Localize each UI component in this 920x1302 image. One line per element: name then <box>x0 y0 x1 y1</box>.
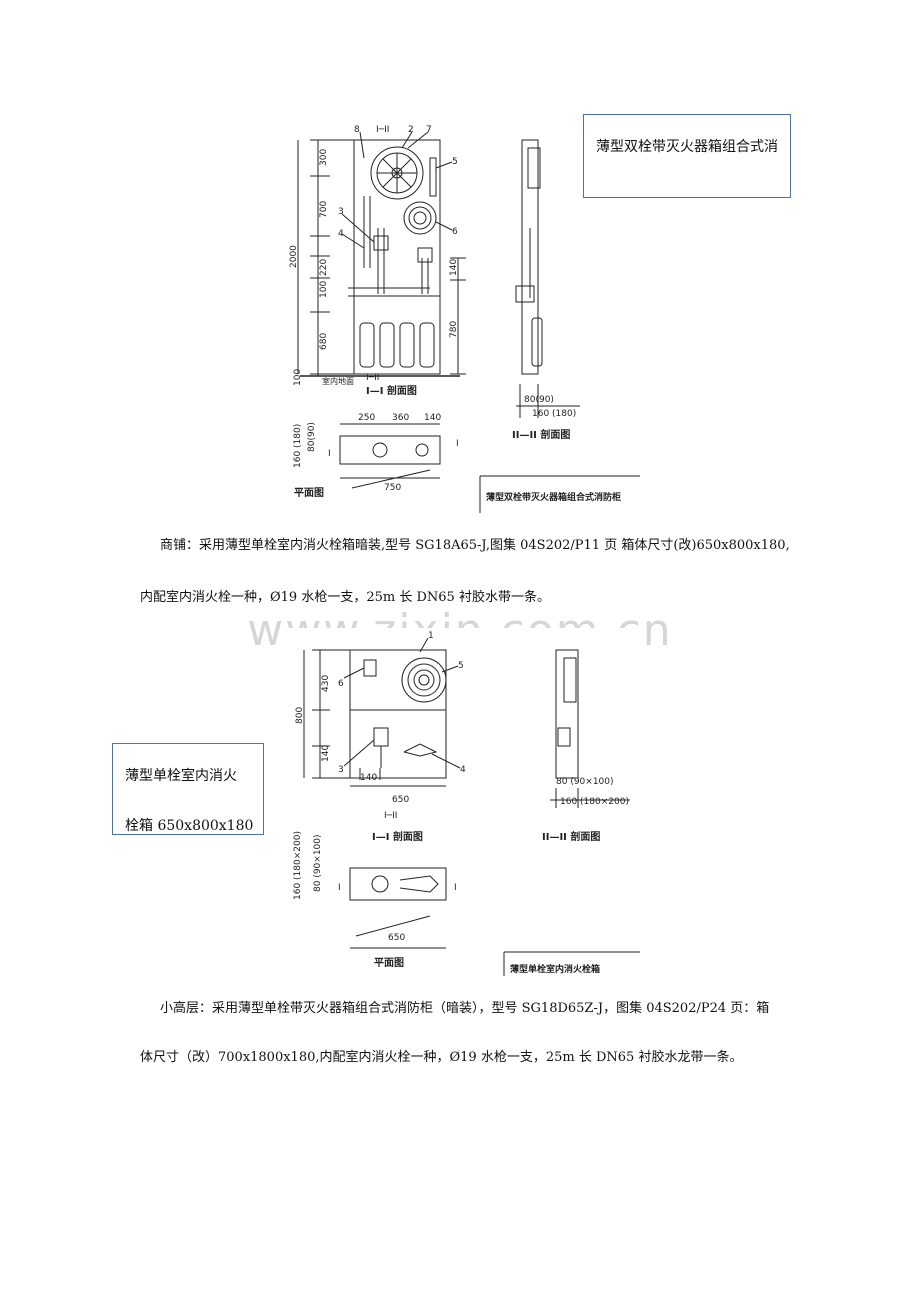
cabinet-outline <box>354 140 440 374</box>
callout-4: 4 <box>460 765 466 775</box>
dim-220: 220 <box>319 259 329 276</box>
figure-1-drawing: I─II 8 2 7 5 6 3 4 300 700 220 100 680 1… <box>280 118 640 513</box>
plan-dim-360: 360 <box>392 413 409 423</box>
callout-box-2-line-2: 栓箱 650x800x180 <box>125 818 254 834</box>
callout-box-2: 薄型单栓室内消火 栓箱 650x800x180 <box>112 743 264 835</box>
section-II-title: II—II 剖面图 <box>542 830 600 843</box>
callout-1: 1 <box>428 631 434 641</box>
dim-430: 430 <box>321 675 331 692</box>
callout-5: 5 <box>452 157 458 167</box>
plan-dim-80: 80(90) <box>307 422 317 452</box>
paragraph-2-line-2: 体尺寸（改）700x1800x180,内配室内消火栓一种，Ø19 水枪一支，25… <box>140 1050 743 1065</box>
section-I-title: I—I 剖面图 <box>366 384 417 397</box>
plan-I-left: I <box>328 449 331 459</box>
floor-label: 室内地面 <box>322 376 354 386</box>
paragraph-2-line-1: 小高层：采用薄型单栓带灭火器箱组合式消防柜（暗装），型号 SG18D65Z-J，… <box>160 1001 770 1016</box>
callout-6: 6 <box>338 679 344 689</box>
side-dim-160: 160 (180) <box>532 409 576 419</box>
dim-140: 140 <box>449 259 459 276</box>
dim-680: 680 <box>319 333 329 350</box>
figure-1-svg: I─II 8 2 7 5 6 3 4 300 700 220 100 680 1… <box>289 125 640 513</box>
callout-4: 4 <box>338 229 344 239</box>
side-section-outline <box>556 650 578 778</box>
plan-view-outline <box>350 868 446 900</box>
dim-780: 780 <box>449 321 459 338</box>
side-dim-80: 80 (90×100) <box>556 777 614 787</box>
figure-2-svg: 1 5 6 3 4 430 800 140 140 650 I─II I—I 剖… <box>293 631 640 976</box>
plan-width: 650 <box>388 933 405 943</box>
side-dim-80: 80(90) <box>524 395 554 405</box>
section-mark: I─II <box>376 125 389 135</box>
plan-dim-160: 160 (180) <box>293 424 303 468</box>
plan-dim-250: 250 <box>358 413 375 423</box>
callout-3: 3 <box>338 207 344 217</box>
plan-view-outline <box>340 436 440 464</box>
plan-dim-80: 80 (90×100) <box>313 834 323 892</box>
dim-300: 300 <box>319 149 329 166</box>
plan-I-left: I <box>338 883 341 893</box>
dim-140: 140 <box>321 745 331 762</box>
callout-box-1: 薄型双栓带灭火器箱组合式消 <box>583 114 791 198</box>
plan-title: 平面图 <box>374 957 404 969</box>
plan-dim-140: 140 <box>424 413 441 423</box>
paragraph-1-line-1: 商铺：采用薄型单栓室内消火栓箱暗装,型号 SG18A65-J,图集 04S202… <box>160 538 790 553</box>
figure-1-caption: 薄型双栓带灭火器箱组合式消防柜 <box>486 491 621 503</box>
plan-I-right: I <box>454 883 457 893</box>
side-dim-160: 160 (180×200) <box>560 797 629 807</box>
section-mark-bottom: I─II <box>384 811 397 821</box>
callout-box-1-text: 薄型双栓带灭火器箱组合式消 <box>596 139 778 155</box>
callout-8: 8 <box>354 125 360 135</box>
section-I-title: I—I 剖面图 <box>372 830 423 843</box>
side-section-outline <box>522 140 538 374</box>
dim-700: 700 <box>319 201 329 218</box>
dim-800: 800 <box>295 707 305 724</box>
figure-2-drawing: 1 5 6 3 4 430 800 140 140 650 I─II I—I 剖… <box>280 628 640 976</box>
dim-total: 2000 <box>289 245 299 268</box>
callout-2: 2 <box>408 125 414 135</box>
section-mark-bottom: I─II <box>366 373 379 383</box>
callout-6: 6 <box>452 227 458 237</box>
cabinet-outline <box>350 650 446 778</box>
plan-title: 平面图 <box>294 487 324 499</box>
callout-3: 3 <box>338 765 344 775</box>
plan-width: 750 <box>384 483 401 493</box>
callout-5: 5 <box>458 661 464 671</box>
paragraph-1-line-2: 内配室内消火栓一种，Ø19 水枪一支，25m 长 DN65 衬胶水带一条。 <box>140 590 550 605</box>
section-II-title: II—II 剖面图 <box>512 428 570 441</box>
dim-100-bottom: 100 <box>293 369 303 386</box>
callout-7: 7 <box>426 125 432 135</box>
plan-I-right: I <box>456 439 459 449</box>
dim-100: 100 <box>319 281 329 298</box>
dim-140-horizontal: 140 <box>360 773 377 783</box>
callout-box-2-line-1: 薄型单栓室内消火 <box>125 768 237 784</box>
width-650: 650 <box>392 795 409 805</box>
plan-dim-160: 160 (180×200) <box>293 831 303 900</box>
figure-2-caption: 薄型单栓室内消火栓箱 <box>510 963 600 975</box>
